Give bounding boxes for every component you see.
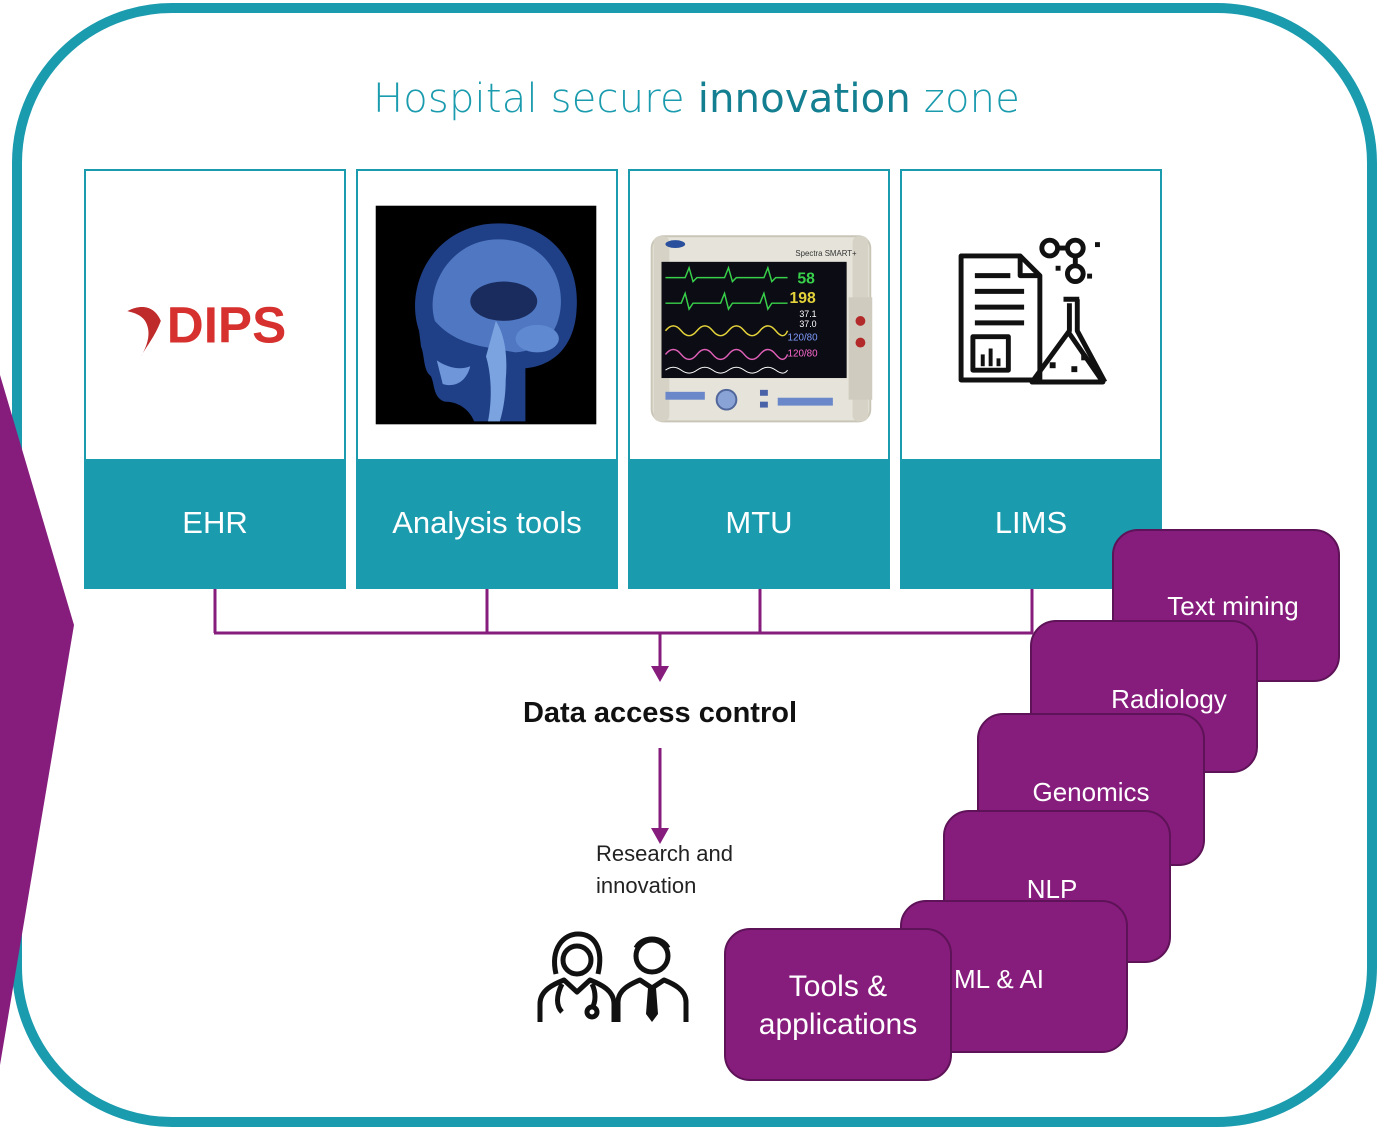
patient-monitor-image: Spectra SMART+ 58 198 37.1 37.0 120/80 1… [630, 171, 888, 461]
data-access-control-label: Data access control [522, 697, 797, 729]
page-title: Hospital secure innovation zone [372, 76, 1021, 122]
dips-logo: DIPS [86, 171, 344, 461]
source-label-ehr: EHR [86, 459, 344, 587]
svg-text:120/80: 120/80 [788, 333, 819, 344]
source-card-mtu: Spectra SMART+ 58 198 37.1 37.0 120/80 1… [628, 169, 890, 589]
source-card-lims: LIMS [900, 169, 1162, 589]
dips-logo-text: DIPS [167, 297, 286, 354]
source-label-mtu: MTU [630, 459, 888, 587]
svg-text:198: 198 [790, 290, 817, 307]
svg-text:58: 58 [797, 271, 815, 288]
source-card-ehr: DIPS EHR [84, 169, 346, 589]
monitor-brand: Spectra SMART+ [795, 249, 857, 258]
source-label-analysis-tools: Analysis tools [358, 459, 616, 587]
app-box-text-mining: Text mining [1112, 529, 1340, 682]
svg-text:37.0: 37.0 [799, 319, 816, 329]
research-label: Research and innovation [596, 841, 733, 898]
clinicians-icon [537, 931, 689, 1022]
lab-report-flask-icon [902, 171, 1160, 461]
svg-text:120/80: 120/80 [788, 348, 819, 359]
mri-brain-image [358, 171, 616, 461]
source-card-analysis-tools: Analysis tools [356, 169, 618, 589]
left-chevron-arrow [0, 375, 74, 1065]
svg-text:37.1: 37.1 [799, 309, 816, 319]
tools-applications-box: Tools & applications [724, 928, 952, 1081]
